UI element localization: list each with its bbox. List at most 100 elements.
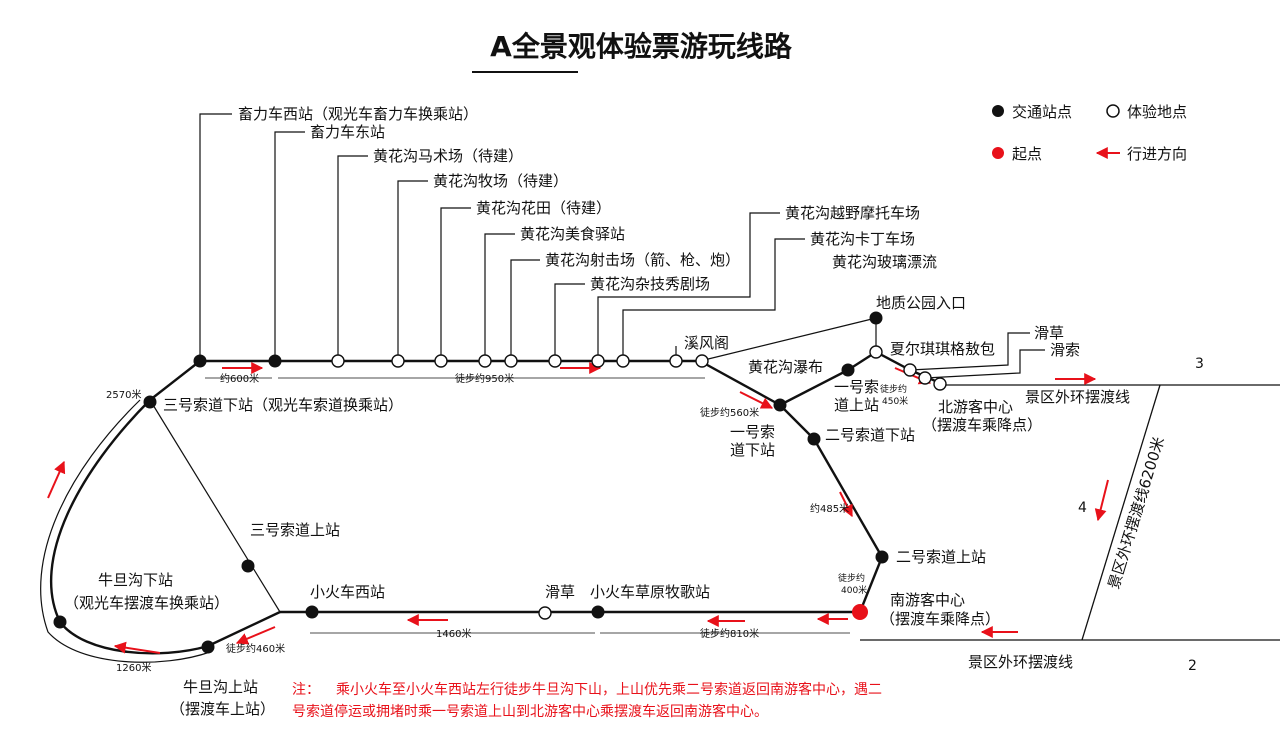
label-niudan-lower-1: 牛旦沟下站 xyxy=(98,571,173,589)
station-geopark-entrance xyxy=(869,311,883,325)
distance-labels: 约600米 徒步约950米 2570米 徒步约560米 徒步约 450米 约48… xyxy=(106,372,908,674)
label-outer-bottom: 景区外环摆渡线 xyxy=(968,653,1073,671)
legend-start-dot xyxy=(992,147,1004,159)
dist-600: 约600米 xyxy=(220,372,259,385)
legend-experience-label: 体验地点 xyxy=(1127,103,1187,121)
label-north-visitor-1: 北游客中心 xyxy=(938,398,1013,416)
labels: 畜力车西站（观光车畜力车换乘站） 畜力车东站 黄花沟马术场（待建） 黄花沟牧场（… xyxy=(64,105,1204,718)
point-food xyxy=(478,354,492,368)
legend: 交通站点 体验地点 起点 行进方向 xyxy=(992,103,1187,163)
label-num-4: 4 xyxy=(1078,500,1087,516)
label-niudan-upper-1: 牛旦沟上站 xyxy=(183,678,258,696)
label-south-visitor-1: 南游客中心 xyxy=(890,591,965,609)
label-south-visitor-2: （摆渡车乘降点） xyxy=(880,610,1000,628)
note-label: 注： xyxy=(292,682,320,698)
label-num-3: 3 xyxy=(1195,356,1204,372)
station-ropeway2-upper xyxy=(875,550,889,564)
dist-400-2: 400米 xyxy=(841,584,867,596)
experience-points xyxy=(331,345,947,620)
label-ropeway3-upper: 三号索道上站 xyxy=(250,521,340,539)
point-flowerfield xyxy=(434,354,448,368)
label-flowerfield: 黄花沟花田（待建） xyxy=(476,199,611,217)
station-ropeway2-lower xyxy=(807,432,821,446)
page-title: A全景观体验票游玩线路 xyxy=(490,30,793,63)
label-waterfall: 黄花沟瀑布 xyxy=(748,358,823,376)
point-grass-ski-bottom xyxy=(538,606,552,620)
dist-1260: 1260米 xyxy=(116,661,151,674)
point-grass-ski-top xyxy=(903,363,917,377)
label-food: 黄花沟美食驿站 xyxy=(520,225,625,243)
point-xiaerqi xyxy=(869,345,883,359)
label-horse: 黄花沟马术场（待建） xyxy=(373,147,523,165)
dist-450-2: 450米 xyxy=(882,395,908,407)
label-grass-ski-top: 滑草 xyxy=(1034,324,1064,342)
point-acrobatics xyxy=(548,354,562,368)
label-train-meadow: 小火车草原牧歌站 xyxy=(590,583,710,601)
point-offroad xyxy=(591,354,605,368)
label-outer-top: 景区外环摆渡线 xyxy=(1025,388,1130,406)
label-ropeway1-lower-2: 道下站 xyxy=(730,441,775,459)
note-line-1: 乘小火车至小火车西站左行徒步牛旦沟下山，上山优先乘二号索道返回南游客中心，遇二 xyxy=(336,681,882,698)
dist-485: 约485米 xyxy=(810,502,849,515)
legend-start-label: 起点 xyxy=(1012,145,1042,163)
dist-1460: 1460米 xyxy=(436,627,471,640)
legend-transport-dot xyxy=(992,105,1004,117)
point-zipline xyxy=(918,371,932,385)
point-horse xyxy=(331,354,345,368)
point-kart xyxy=(616,354,630,368)
label-acrobatics: 黄花沟杂技秀剧场 xyxy=(590,275,710,293)
station-chuli-west xyxy=(193,354,207,368)
thin-lines xyxy=(40,113,1045,663)
legend-direction-label: 行进方向 xyxy=(1127,145,1187,163)
label-xifengge: 溪风阁 xyxy=(684,334,729,352)
dist-560: 徒步约560米 xyxy=(700,406,759,419)
label-ropeway2-lower: 二号索道下站 xyxy=(825,426,915,444)
transport-stations xyxy=(53,311,889,654)
label-zipline: 滑索 xyxy=(1050,341,1080,359)
point-shooting xyxy=(504,354,518,368)
station-niudan-upper xyxy=(201,640,215,654)
dist-450-1: 徒步约 xyxy=(880,383,907,395)
station-chuli-east xyxy=(268,354,282,368)
label-xiaerqi: 夏尔琪琪格敖包 xyxy=(890,340,995,358)
label-ropeway2-upper: 二号索道上站 xyxy=(896,548,986,566)
station-ropeway3-lower xyxy=(143,395,157,409)
label-chuli-east: 畜力车东站 xyxy=(310,123,385,141)
label-shooting: 黄花沟射击场（箭、枪、炮） xyxy=(545,251,740,269)
point-xifengge xyxy=(695,354,709,368)
note-line-2: 号索道停运或拥堵时乘一号索道上山到北游客中心乘摆渡车返回南游客中心。 xyxy=(292,703,768,720)
direction-arrows xyxy=(47,362,1109,654)
label-offroad: 黄花沟越野摩托车场 xyxy=(785,204,920,222)
dist-400-1: 徒步约 xyxy=(838,572,865,584)
station-niudan-lower xyxy=(53,615,67,629)
station-train-west xyxy=(305,605,319,619)
dist-2570: 2570米 xyxy=(106,388,141,401)
dist-460: 徒步约460米 xyxy=(226,642,285,655)
main-route xyxy=(50,350,941,655)
point-glass-drift xyxy=(669,354,683,368)
station-train-meadow xyxy=(591,605,605,619)
dist-810: 徒步约810米 xyxy=(700,627,759,640)
label-geopark: 地质公园入口 xyxy=(876,294,966,312)
outer-shuttle-lines xyxy=(860,384,1280,641)
distance-markers xyxy=(205,377,850,634)
station-ropeway1-lower xyxy=(773,398,787,412)
label-grass-ski-bottom: 滑草 xyxy=(545,583,575,601)
label-ropeway3-lower: 三号索道下站（观光车索道换乘站） xyxy=(163,396,403,414)
label-north-visitor-2: （摆渡车乘降点） xyxy=(922,416,1042,434)
label-ropeway1-upper-1: 一号索 xyxy=(834,378,879,396)
station-ropeway1-upper xyxy=(841,363,855,377)
station-south-visitor-start xyxy=(852,604,868,620)
label-kart: 黄花沟卡丁车场 xyxy=(810,230,915,248)
label-num-2: 2 xyxy=(1188,658,1197,674)
label-chuli-west: 畜力车西站（观光车畜力车换乘站） xyxy=(238,105,478,123)
label-ropeway1-lower-1: 一号索 xyxy=(730,423,775,441)
note: 注： 乘小火车至小火车西站左行徒步牛旦沟下山，上山优先乘二号索道返回南游客中心，… xyxy=(292,681,882,720)
label-outer-right: 景区外环摆渡线6200米 xyxy=(1105,435,1168,592)
point-north-visitor xyxy=(933,377,947,391)
label-train-west: 小火车西站 xyxy=(310,583,385,601)
legend-experience-dot xyxy=(1106,104,1120,118)
label-pasture: 黄花沟牧场（待建） xyxy=(433,172,568,190)
legend-transport-label: 交通站点 xyxy=(1012,103,1072,121)
